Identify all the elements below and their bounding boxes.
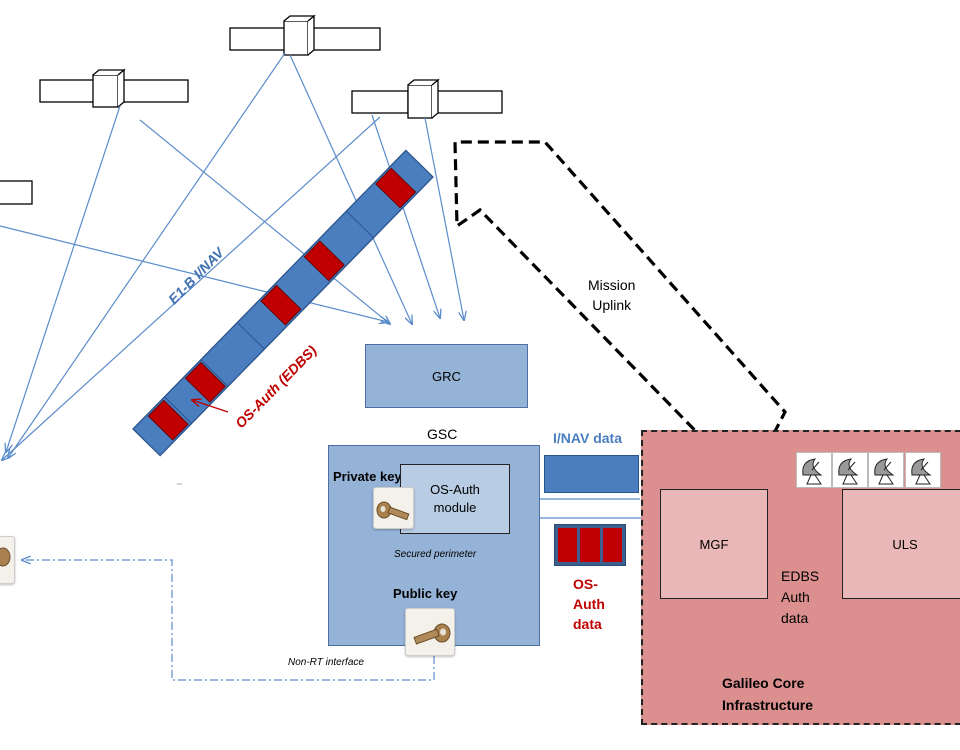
osauth-data-block-2 [580,528,600,562]
satellite-4-icon [0,180,33,205]
satellite-1-icon [229,14,381,56]
mission-uplink-arrow [453,140,787,466]
signal-lines [0,52,464,460]
non-rt-interface-label: Non-RT interface [288,657,364,668]
grc-label: GRC [432,368,461,384]
auth-pointer-arrow [192,400,229,413]
mission-uplink-label: Mission Uplink [588,277,636,313]
core-infra-label: Galileo Core Infrastructure [722,675,814,713]
osauth-data-block-1 [558,528,578,562]
antenna-dish-icon-1 [796,452,832,488]
public-key-icon [405,608,455,656]
inav-data-label: I/NAV data [553,430,622,446]
antenna-dish-icon-2 [832,452,868,488]
osauth-module-box: OS-Auth module [400,464,510,534]
osauth-data-blocks [554,524,626,566]
uls-box: ULS [842,489,960,599]
uls-label: ULS [892,536,918,552]
secured-perimeter-label: Secured perimeter [394,549,477,560]
signal-strip [132,149,434,457]
mgf-box: MGF [660,489,768,599]
osauth-data-block-3 [602,528,622,562]
edbs-auth-data-label: EDBS Auth data [781,568,820,626]
osauth-data-label: OS- Auth data [573,576,605,632]
gsc-title: GSC [427,426,458,442]
satellite-2-icon [39,68,189,108]
satellite-3-icon [351,78,503,119]
public-key-label: Public key [393,586,458,601]
grc-box: GRC [365,344,528,408]
antenna-dish-icon-4 [905,452,941,488]
private-key-icon [373,487,414,529]
antenna-dish-icon-3 [868,452,904,488]
inav-data-block [544,455,639,493]
mgf-label: MGF [699,536,729,552]
private-key-label: Private key [333,469,402,484]
non-rt-interface-line [22,560,435,681]
user-key-icon [0,536,15,584]
